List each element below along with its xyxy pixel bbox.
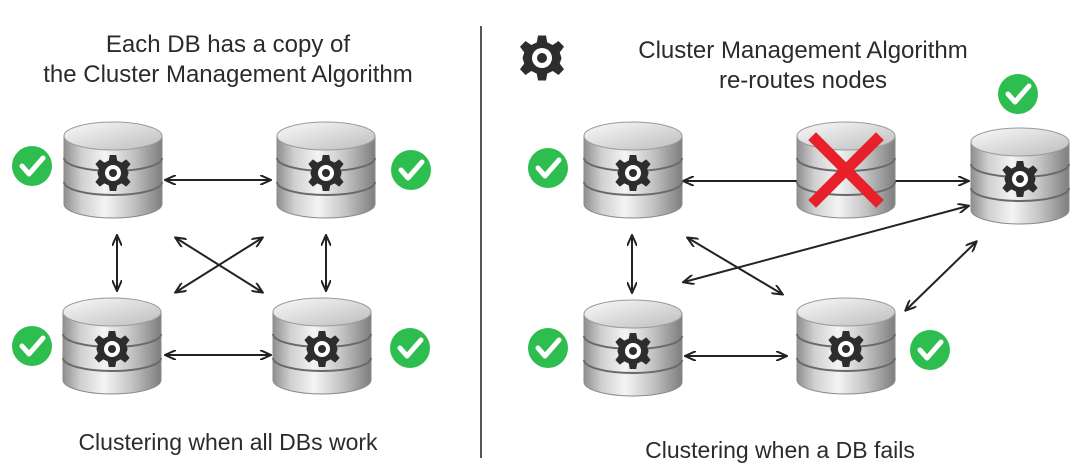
check-icon (12, 146, 52, 186)
left-arrows (117, 180, 326, 355)
left-title-line-1: Each DB has a copy of (105, 31, 351, 58)
gear-icon (1002, 161, 1038, 197)
right-panel-title: Cluster Management Algorithm re-routes n… (568, 36, 1038, 96)
gear-icon (615, 333, 651, 369)
right-panel-caption: Clustering when a DB fails (645, 437, 915, 463)
arrow-top-left-to-bottom-right-right (688, 238, 782, 294)
arrow-bottom-right-to-far-right (906, 242, 976, 310)
check-icon (528, 328, 568, 368)
gear-icon (95, 155, 131, 191)
gear-icon (828, 331, 864, 367)
arrow-bottom-left-to-far-right (684, 206, 968, 282)
fail-x-icon (808, 132, 884, 208)
gear-icon (304, 331, 340, 367)
right-title-line-2: re-routes nodes (718, 67, 888, 94)
database-right-bottom-right (796, 297, 896, 395)
right-title-line-1: Cluster Management Algorithm (638, 37, 968, 64)
check-icon (391, 150, 431, 190)
gear-icon (615, 155, 651, 191)
database-top-right (276, 121, 376, 219)
check-icon (12, 326, 52, 366)
database-bottom-right (272, 297, 372, 395)
database-right-top-left (583, 121, 683, 219)
database-bottom-left (62, 297, 162, 395)
arrow-diagonal-b (176, 238, 262, 292)
check-icon (910, 330, 950, 370)
panel-divider (480, 26, 482, 458)
gear-icon (94, 331, 130, 367)
database-far-right (970, 127, 1070, 225)
algorithm-gear-icon (520, 35, 564, 81)
left-panel-title: Each DB has a copy of the Cluster Manage… (0, 30, 456, 90)
gear-icon (308, 155, 344, 191)
left-panel-caption: Clustering when all DBs work (78, 429, 378, 455)
database-right-bottom-left (583, 299, 683, 397)
database-top-left (63, 121, 163, 219)
check-icon (998, 74, 1038, 114)
check-icon (390, 328, 430, 368)
check-icon (528, 148, 568, 188)
database-failed (796, 121, 896, 219)
left-title-line-2: the Cluster Management Algorithm (43, 61, 413, 88)
